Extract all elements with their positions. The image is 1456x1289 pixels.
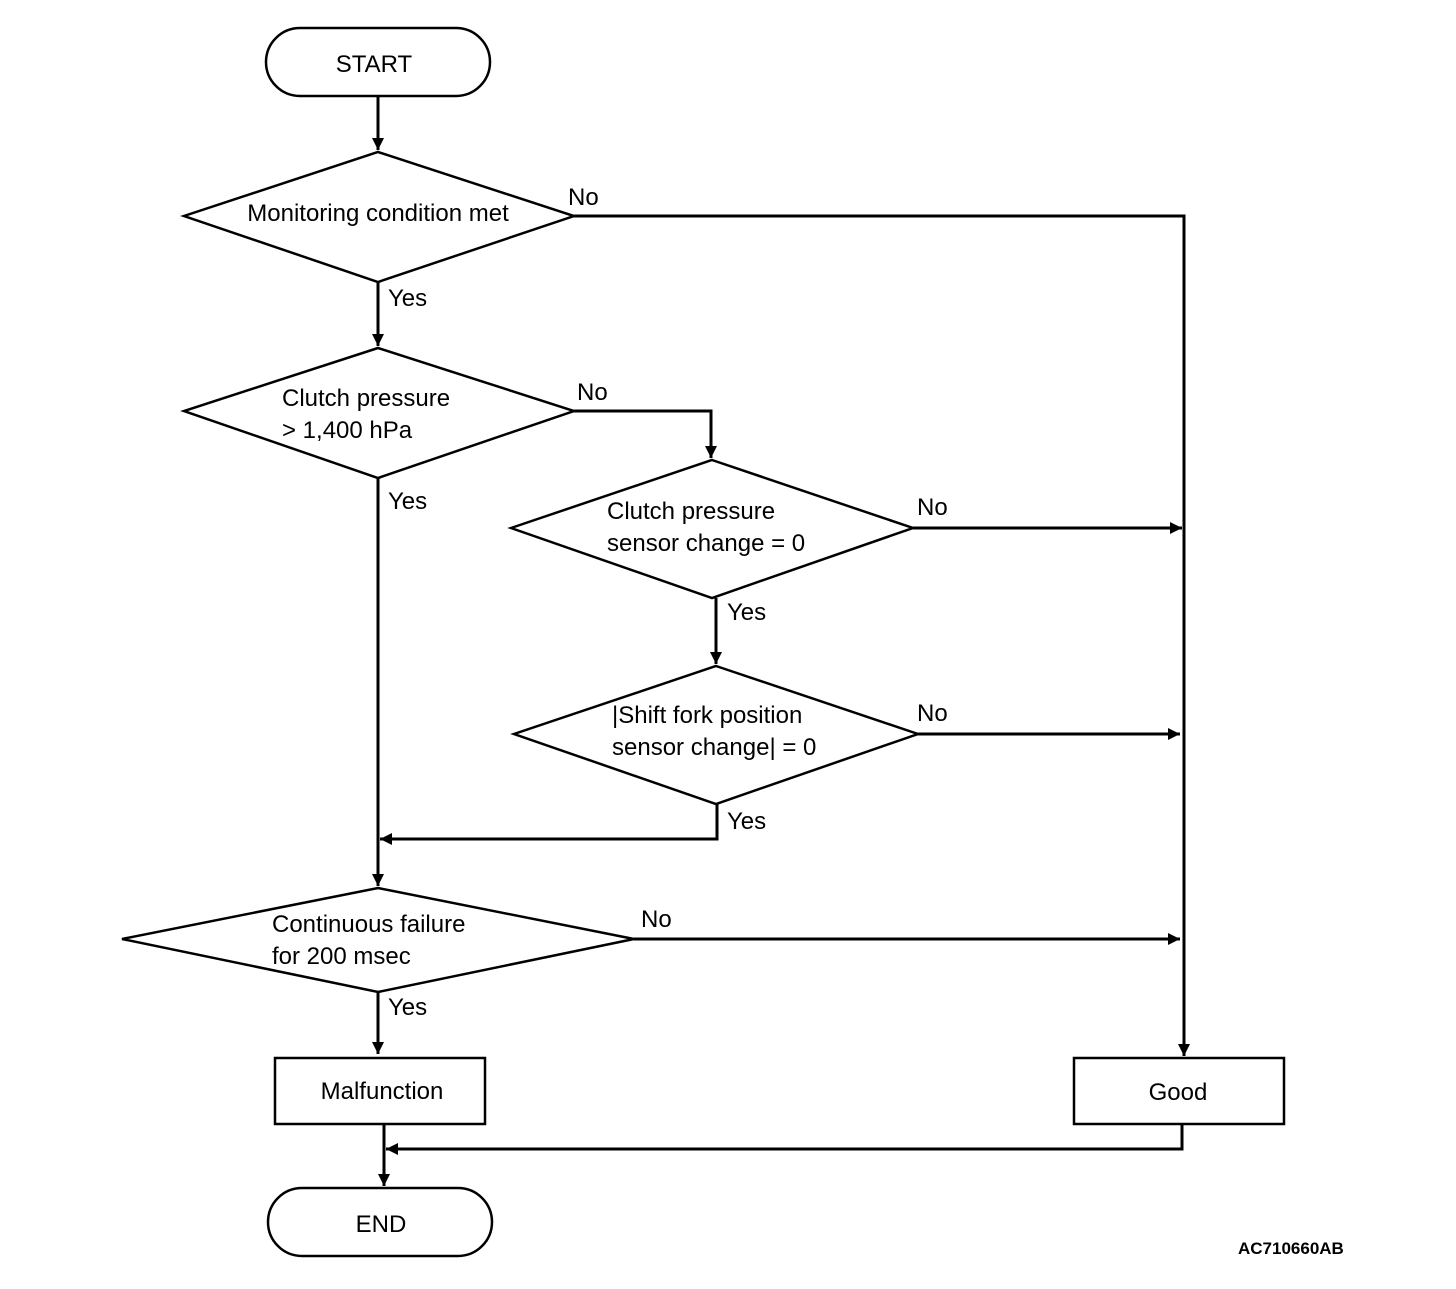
end-label: END — [356, 1211, 407, 1238]
no-label-clutch-sensor: No — [917, 494, 948, 521]
edge-good-to-end — [386, 1124, 1184, 1155]
figure-code: AC710660AB — [1238, 1239, 1344, 1258]
edge-shift-fork-yes — [380, 804, 719, 845]
shift-fork-label-line2: sensor change| = 0 — [612, 734, 816, 761]
decision-shift-fork-position: |Shift fork position sensor change| = 0 — [510, 664, 922, 806]
clutch-pressure-label-line2: > 1,400 hPa — [282, 417, 413, 444]
clutch-sensor-label-line2: sensor change = 0 — [607, 530, 805, 557]
malfunction-box: Malfunction — [273, 1056, 487, 1126]
malfunction-label: Malfunction — [321, 1078, 444, 1105]
yes-label-clutch-pressure: Yes — [388, 488, 427, 515]
clutch-sensor-label-line1: Clutch pressure — [607, 498, 775, 525]
decision-clutch-pressure: Clutch pressure > 1,400 hPa — [180, 346, 578, 480]
continuous-failure-label-line1: Continuous failure — [272, 911, 465, 938]
no-label-clutch-pressure: No — [577, 379, 608, 406]
continuous-failure-label-line2: for 200 msec — [272, 943, 411, 970]
good-label: Good — [1149, 1079, 1208, 1106]
yes-label-monitoring: Yes — [388, 285, 427, 312]
monitoring-condition-label: Monitoring condition met — [247, 200, 509, 227]
clutch-pressure-label-line1: Clutch pressure — [282, 385, 450, 412]
no-label-shift-fork: No — [917, 700, 948, 727]
decision-monitoring-condition: Monitoring condition met — [180, 150, 578, 284]
shift-fork-label-line1: |Shift fork position — [612, 702, 802, 729]
good-box: Good — [1072, 1056, 1286, 1126]
edge-labels: No Yes No Yes No Yes No Yes No Yes — [388, 184, 948, 1021]
yes-label-shift-fork: Yes — [727, 808, 766, 835]
start-terminal: START — [264, 26, 492, 98]
decision-continuous-failure: Continuous failure for 200 msec — [121, 886, 635, 994]
edge-clutch-pressure-no — [574, 409, 717, 458]
decision-clutch-pressure-sensor: Clutch pressure sensor change = 0 — [507, 458, 917, 600]
end-terminal: END — [266, 1186, 494, 1258]
start-label: START — [336, 51, 413, 78]
connectors — [372, 96, 1190, 1186]
yes-label-clutch-sensor: Yes — [727, 599, 766, 626]
edge-monitoring-no-to-good — [574, 214, 1190, 1056]
no-label-monitoring: No — [568, 184, 599, 211]
yes-label-continuous: Yes — [388, 994, 427, 1021]
no-label-continuous: No — [641, 906, 672, 933]
